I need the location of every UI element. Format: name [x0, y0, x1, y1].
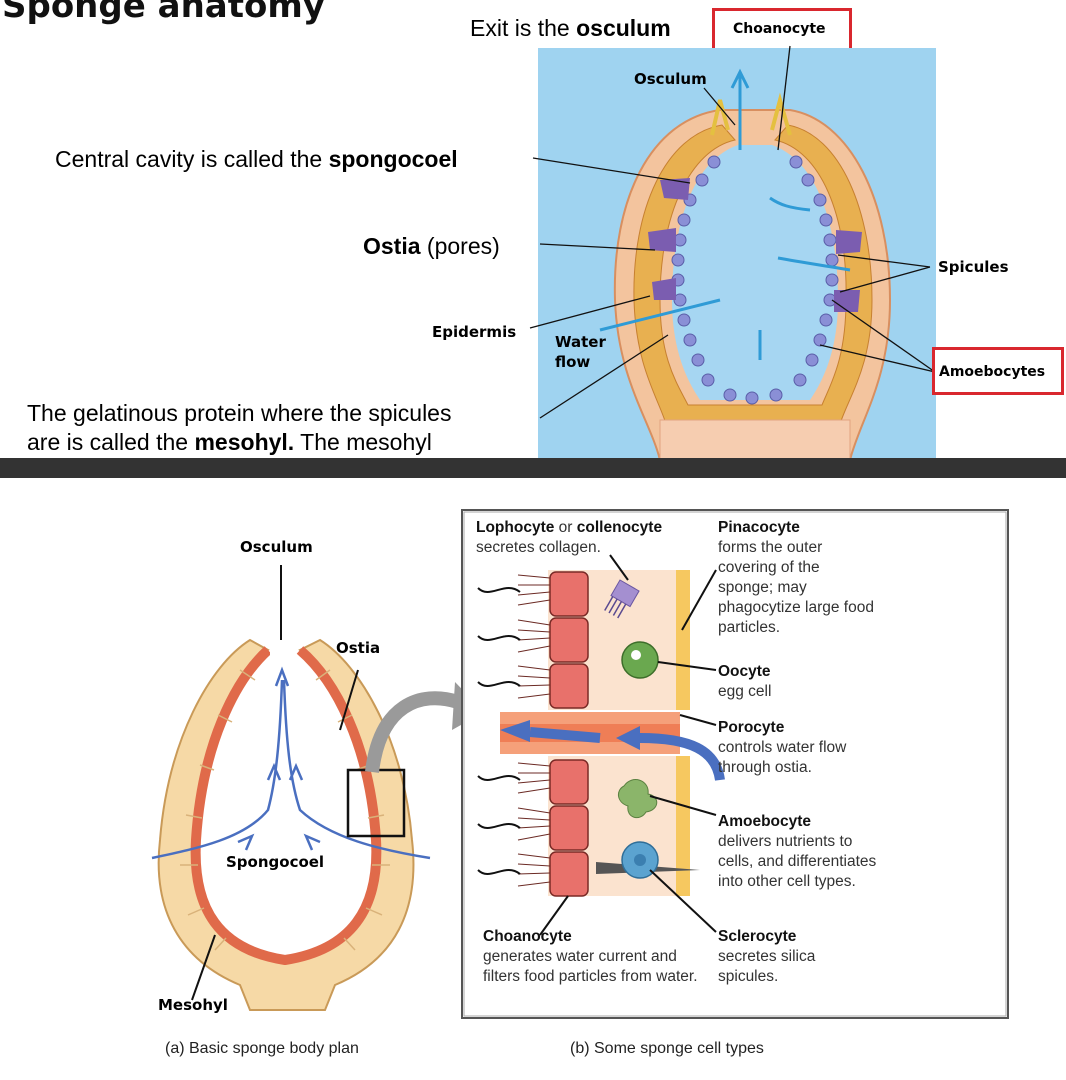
sclerocyte-block: Sclerocyte secretes silica spicules.: [718, 928, 816, 985]
caption-a: (a) Basic sponge body plan: [165, 1040, 359, 1057]
lophocyte-block: Lophocyte or collenocyte secretes collag…: [476, 519, 663, 556]
choanocyte-box-label: Choanocyte: [733, 21, 826, 37]
amoebocytes-box-label: Amoebocytes: [939, 364, 1046, 380]
porocyte-block: Porocyte controls water flow through ost…: [718, 719, 847, 776]
spongocoel-label-a: Spongocoel: [226, 853, 325, 871]
spongocoel-label: Central cavity is called the spongocoel: [55, 146, 458, 172]
osculum-label-a: Osculum: [240, 538, 313, 556]
osculum-image-label: Osculum: [634, 70, 707, 88]
mesohyl-text-line2: are is called the mesohyl. The mesohyl: [27, 429, 432, 455]
mesohyl-label-a: Mesohyl: [158, 996, 228, 1014]
amoebocyte-block: Amoebocyte delivers nutrients to cells, …: [718, 813, 877, 890]
exit-label: Exit is the osculum: [470, 15, 671, 41]
basic-sponge-body-plan-illustration: [151, 509, 1009, 1019]
amoebocytes-highlight-box: Amoebocytes: [932, 347, 1064, 395]
spicules-label: Spicules: [938, 258, 1009, 276]
section-divider: [0, 458, 1066, 478]
mesohyl-text-line1: The gelatinous protein where the spicule…: [27, 400, 452, 426]
caption-b: (b) Some sponge cell types: [570, 1040, 764, 1057]
pinacocyte-block: Pinacocyte forms the outer covering of t…: [718, 519, 874, 636]
choanocyte-block: Choanocyte generates water current and f…: [483, 928, 698, 985]
water-flow-label-line1: Water: [555, 333, 606, 351]
water-flow-label-line2: flow: [555, 353, 591, 371]
oocyte-block: Oocyte egg cell: [718, 663, 772, 700]
sponge-cross-section-illustration: [529, 45, 936, 460]
ostia-label: Ostia (pores): [363, 233, 500, 259]
ostia-label-a: Ostia: [336, 639, 381, 657]
epidermis-label: Epidermis: [432, 323, 517, 341]
page-title: Sponge anatomy: [2, 0, 325, 26]
